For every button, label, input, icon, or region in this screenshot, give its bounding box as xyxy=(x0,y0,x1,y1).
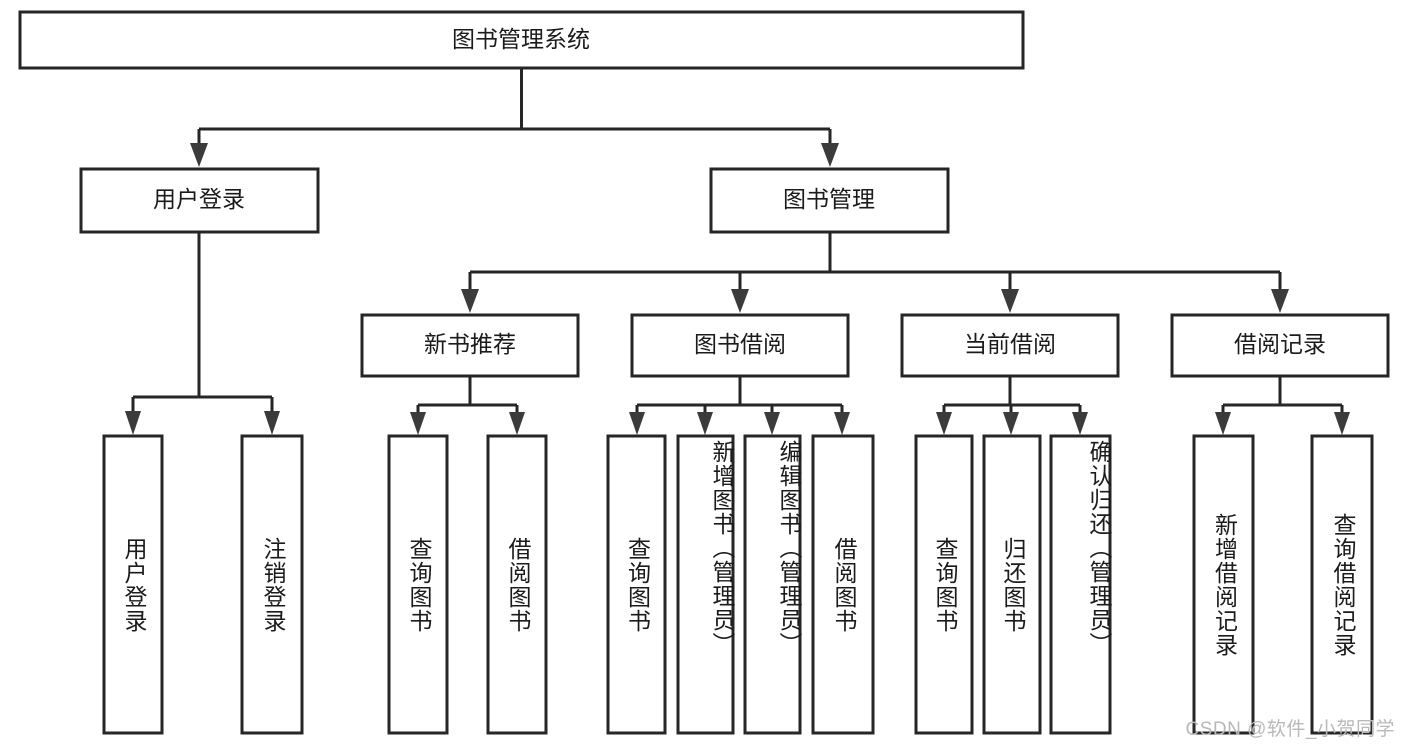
edges-current-borrow-to-leaves xyxy=(936,376,1088,435)
node-borrow-record-label: 借阅记录 xyxy=(1234,331,1326,357)
edges-user-login-to-leaves xyxy=(125,232,280,435)
arrow-head-leaf-user-login xyxy=(125,411,141,435)
leaf-query-book-1-rect[interactable] xyxy=(387,434,449,735)
leaf-edit-book-rect[interactable] xyxy=(743,434,802,735)
leaf-query-record-rect[interactable] xyxy=(1310,434,1374,735)
leaf-add-book-rect[interactable] xyxy=(676,434,735,735)
node-new-book-recommend[interactable]: 新书推荐 xyxy=(360,313,580,378)
leaf-borrow-book-1-rect[interactable] xyxy=(486,434,548,735)
leaf-borrow-book-2-rect[interactable] xyxy=(811,434,875,735)
leaf-confirm-return-rect[interactable] xyxy=(1049,434,1112,735)
leaf-logout-login-rect[interactable] xyxy=(240,434,304,735)
arrow-head-leaf-edit-book xyxy=(764,412,780,435)
arrow-head-leaf-return-book xyxy=(1003,412,1019,435)
leaf-return-book-rect[interactable] xyxy=(982,434,1042,735)
arrow-head-book-borrow xyxy=(731,289,749,313)
edges-root-to-level2 xyxy=(190,68,839,167)
leaf-user-login-rect[interactable] xyxy=(102,434,164,735)
node-book-management-label: 图书管理 xyxy=(783,186,875,212)
arrow-head-borrow-record xyxy=(1271,289,1289,313)
node-root[interactable]: 图书管理系统 xyxy=(18,10,1025,70)
node-book-borrow-label: 图书借阅 xyxy=(694,331,786,357)
edges-borrow-record-to-leaves xyxy=(1215,376,1350,435)
node-book-borrow[interactable]: 图书借阅 xyxy=(630,313,850,378)
node-root-label: 图书管理系统 xyxy=(452,26,590,52)
arrow-head-leaf-add-book xyxy=(697,412,713,435)
arrow-head-leaf-logout-login xyxy=(264,411,280,435)
arrow-head-new-book-recommend xyxy=(461,289,479,313)
node-book-borrow-rect[interactable] xyxy=(630,313,850,378)
csdn-watermark: CSDN @软件_小贺同学 xyxy=(1185,719,1395,740)
node-book-management[interactable]: 图书管理 xyxy=(709,167,950,234)
node-borrow-record-rect[interactable] xyxy=(1170,313,1390,378)
leaf-add-record-rect[interactable] xyxy=(1192,434,1255,735)
arrow-head-leaf-confirm-return xyxy=(1072,412,1088,435)
arrow-head-book-management xyxy=(821,143,839,167)
node-root-rect[interactable] xyxy=(18,10,1025,70)
node-new-book-recommend-rect[interactable] xyxy=(360,313,580,378)
node-current-borrow-label: 当前借阅 xyxy=(964,331,1056,357)
node-current-borrow-rect[interactable] xyxy=(900,313,1120,378)
node-new-book-recommend-label: 新书推荐 xyxy=(424,331,516,357)
node-borrow-record[interactable]: 借阅记录 xyxy=(1170,313,1390,378)
leaf-query-book-2-rect[interactable] xyxy=(606,434,667,735)
arrow-head-leaf-query-book-3 xyxy=(936,412,952,435)
node-user-login-rect[interactable] xyxy=(79,167,320,234)
arrow-head-leaf-query-book-2 xyxy=(629,412,645,435)
node-current-borrow[interactable]: 当前借阅 xyxy=(900,313,1120,378)
arrow-head-current-borrow xyxy=(1001,289,1019,313)
leaf-boxes xyxy=(102,434,1374,735)
arrow-head-user-login xyxy=(190,143,208,167)
arrow-head-leaf-borrow-book-1 xyxy=(509,412,525,435)
arrow-head-leaf-query-book-1 xyxy=(410,412,426,435)
leaf-query-book-3-rect[interactable] xyxy=(914,434,974,735)
arrow-head-leaf-borrow-book-2 xyxy=(834,412,850,435)
arrow-head-leaf-query-record xyxy=(1334,412,1350,435)
edges-book-borrow-to-leaves xyxy=(629,376,850,435)
arrow-head-leaf-add-record xyxy=(1215,412,1231,435)
node-user-login-label: 用户登录 xyxy=(153,186,245,212)
edges-book-management-to-level3 xyxy=(461,232,1289,313)
node-user-login[interactable]: 用户登录 xyxy=(79,167,320,234)
edges-new-book-recommend-to-leaves xyxy=(410,376,525,435)
node-book-management-rect[interactable] xyxy=(709,167,950,234)
